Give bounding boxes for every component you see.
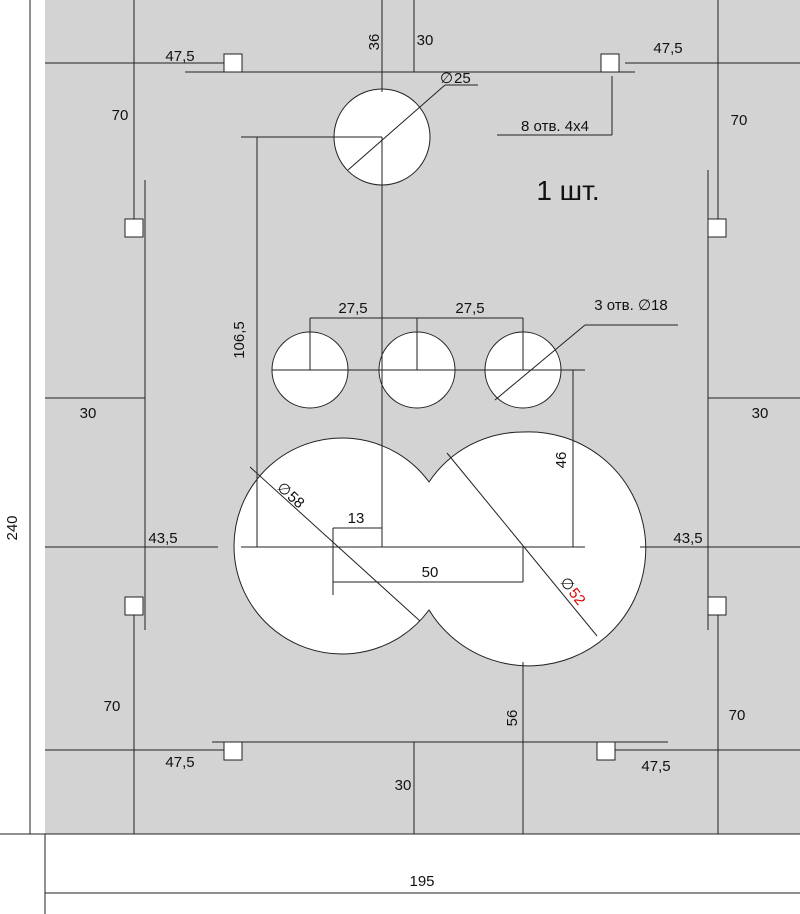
bottom-right-offset-label: 47,5 [641, 758, 670, 775]
left-top-70-label: 70 [112, 107, 129, 124]
left-43-5-label: 43,5 [148, 530, 177, 547]
spacing-left-label: 27,5 [338, 300, 367, 317]
offset-13-label: 13 [348, 510, 365, 527]
top-right-offset-label: 47,5 [653, 40, 682, 57]
center-distance-label: 50 [422, 564, 439, 581]
overall-height-label: 240 [4, 515, 21, 540]
left-bottom-70-label: 70 [104, 698, 121, 715]
overall-width-label: 195 [409, 873, 434, 890]
square-holes [124, 53, 727, 761]
top-hole-diameter-symbol: ∅ [440, 70, 453, 87]
height-106-5-label: 106,5 [231, 321, 248, 359]
spacing-right-label: 27,5 [455, 300, 484, 317]
right-30-label: 30 [752, 405, 769, 422]
right-bottom-70-label: 70 [729, 707, 746, 724]
dimension-labels: 1 шт. 195 240 47,5 47,5 36 30 70 70 ∅ 25… [4, 32, 768, 890]
double-cutout [233, 431, 647, 667]
small-holes-label: 3 отв. ∅18 [594, 297, 667, 314]
height-46-label: 46 [553, 452, 570, 469]
top-hole-diameter-label: 25 [454, 70, 471, 87]
right-43-5-label: 43,5 [673, 530, 702, 547]
big-right-diameter-label: 52 [565, 585, 589, 609]
right-top-70-label: 70 [731, 112, 748, 129]
top-30-label: 30 [417, 32, 434, 49]
left-30-label: 30 [80, 405, 97, 422]
bottom-30-label: 30 [395, 777, 412, 794]
top-36-label: 36 [366, 34, 383, 51]
top-left-offset-label: 47,5 [165, 48, 194, 65]
bottom-left-offset-label: 47,5 [165, 754, 194, 771]
dimension-lines [45, 0, 800, 834]
big-right-diameter: ∅ 52 [556, 574, 588, 609]
bottom-56-label: 56 [504, 710, 521, 727]
square-holes-label: 8 отв. 4х4 [521, 118, 589, 135]
quantity-label: 1 шт. [536, 175, 599, 206]
